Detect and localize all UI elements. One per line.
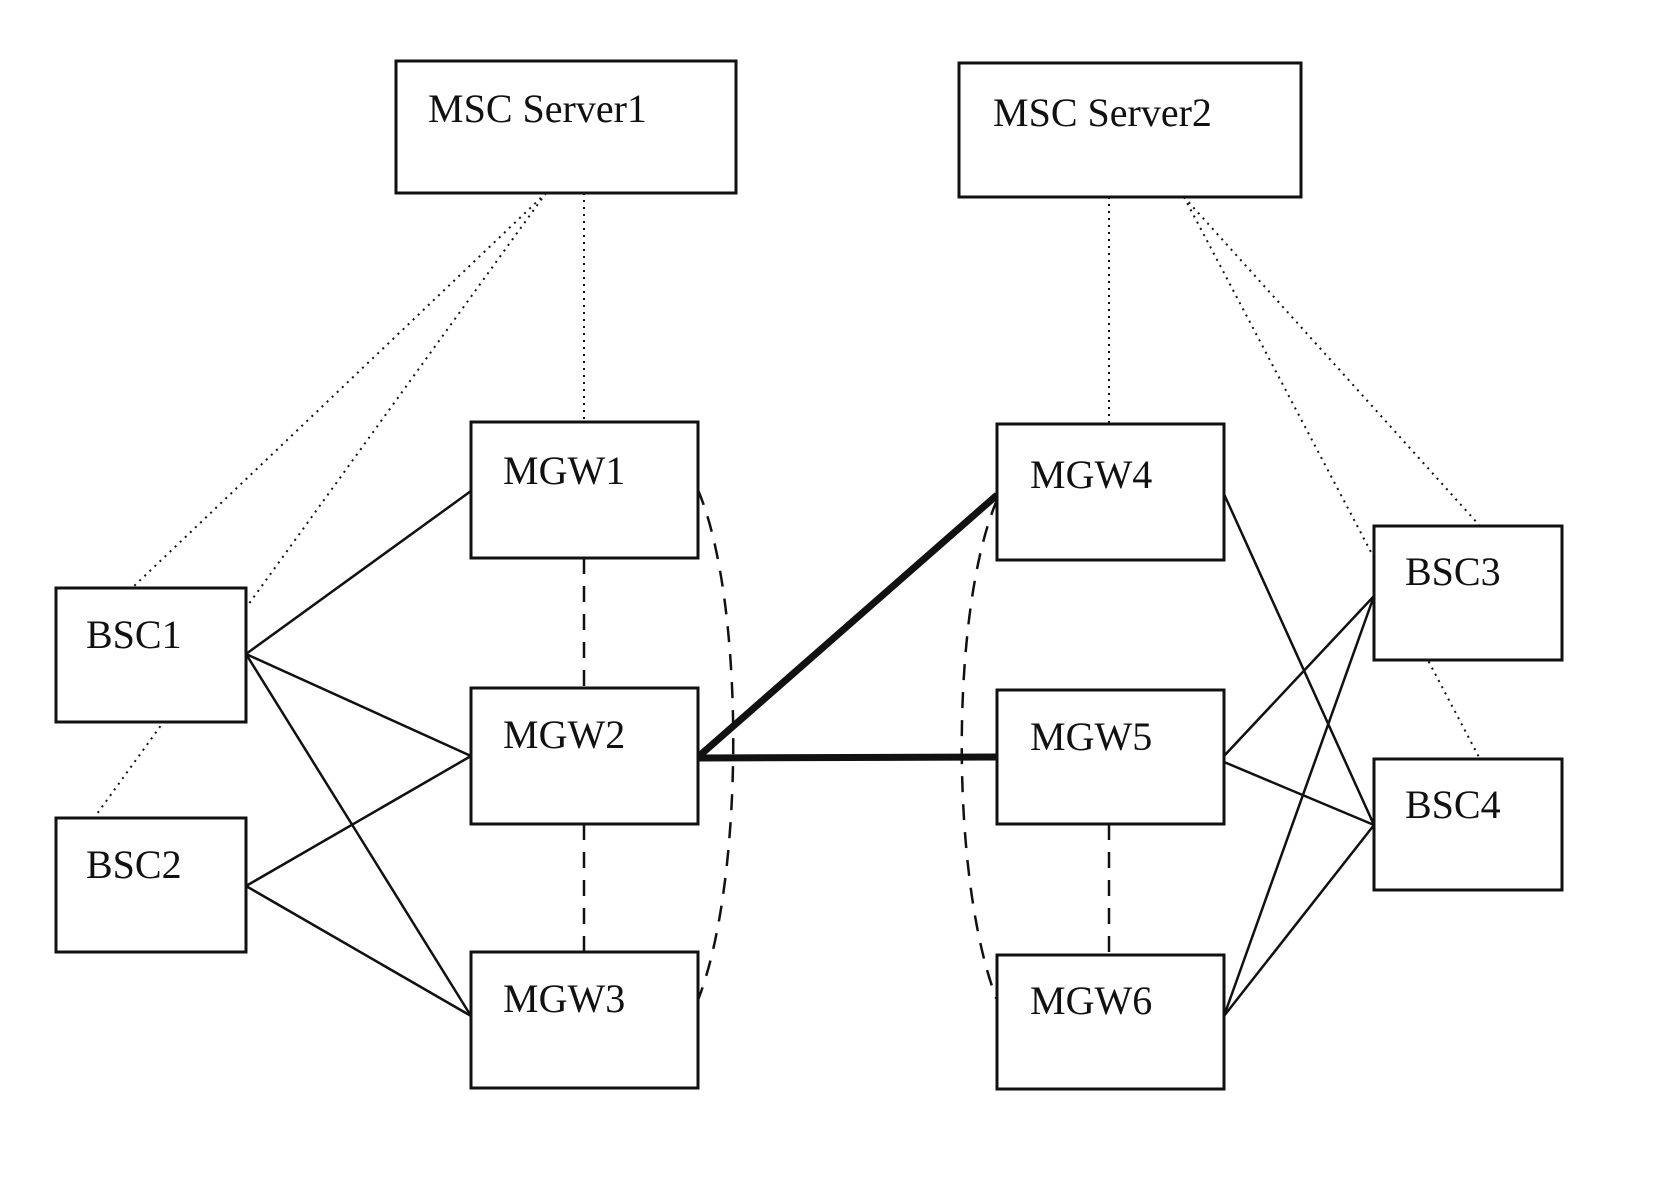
node-bsc4: BSC4 — [1374, 759, 1562, 890]
connection-lines — [94, 193, 1480, 1016]
node-label: MGW3 — [503, 976, 625, 1021]
edge-mgw5-bsc3 — [1224, 596, 1374, 756]
edge-bsc1-mgw1 — [246, 491, 471, 654]
node-label: MGW1 — [503, 448, 625, 493]
node-msc-server1: MSC Server1 — [396, 61, 736, 193]
edge-mgw4-mgw6 — [962, 500, 997, 1000]
node-mgw3: MGW3 — [471, 952, 698, 1088]
node-mgw4: MGW4 — [997, 424, 1224, 560]
edge-msc2-bsc4 — [1184, 197, 1480, 759]
edge-bsc1-mgw2 — [246, 654, 471, 756]
node-label: BSC1 — [86, 612, 182, 657]
node-msc-server2: MSC Server2 — [959, 63, 1301, 197]
node-mgw2: MGW2 — [471, 688, 698, 824]
node-bsc2: BSC2 — [56, 818, 246, 952]
node-mgw6: MGW6 — [997, 955, 1224, 1089]
node-label: MSC Server1 — [428, 86, 647, 131]
node-label: BSC2 — [86, 842, 182, 887]
edge-bsc1-mgw3 — [246, 654, 471, 1016]
node-label: MGW6 — [1030, 978, 1152, 1023]
node-bsc3: BSC3 — [1374, 526, 1562, 660]
node-label: BSC4 — [1405, 782, 1501, 827]
node-mgw1: MGW1 — [471, 422, 698, 558]
edge-bsc2-mgw2 — [246, 756, 471, 886]
node-label: MGW2 — [503, 712, 625, 757]
network-nodes: MSC Server1 MSC Server2 MGW1 MGW2 MGW3 M… — [56, 61, 1562, 1089]
edge-mgw2-mgw4 — [698, 495, 997, 757]
edge-mgw2-mgw5 — [698, 757, 997, 758]
node-label: MSC Server2 — [993, 90, 1212, 135]
edge-mgw6-bsc4 — [1224, 825, 1374, 1016]
node-bsc1: BSC1 — [56, 588, 246, 722]
edge-bsc2-mgw3 — [246, 886, 471, 1016]
node-mgw5: MGW5 — [997, 690, 1224, 824]
node-label: MGW4 — [1030, 452, 1152, 497]
node-label: BSC3 — [1405, 549, 1501, 594]
node-label: MGW5 — [1030, 714, 1152, 759]
edge-mgw5-bsc4 — [1224, 762, 1374, 825]
